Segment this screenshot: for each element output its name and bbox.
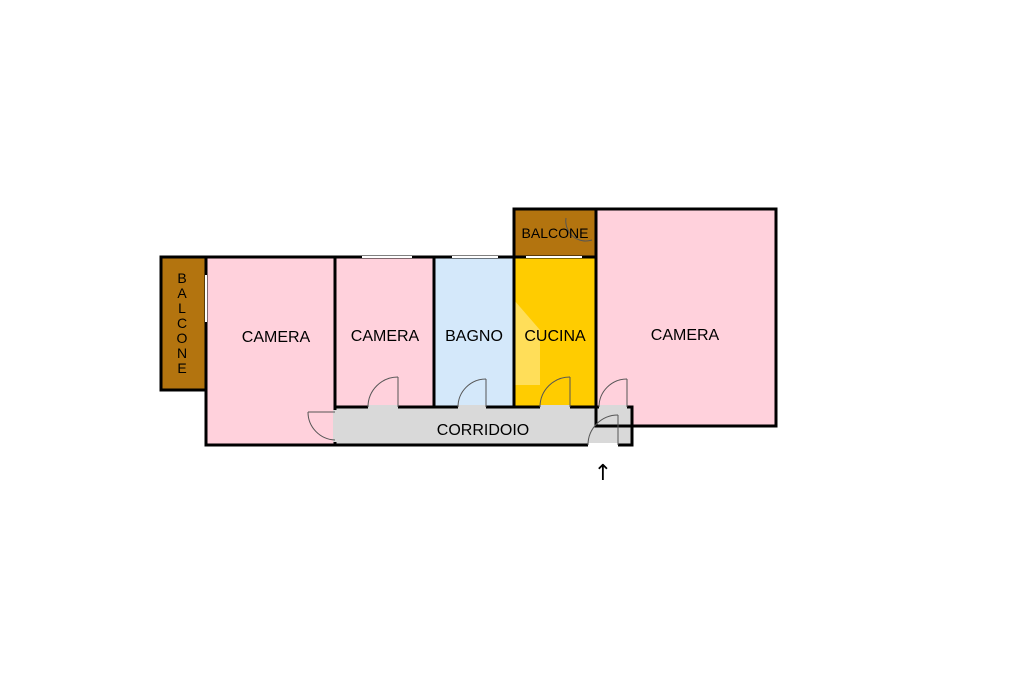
balcone-left-letter: N xyxy=(177,345,189,361)
door-camera-left xyxy=(307,411,336,441)
balcone-left-letter: O xyxy=(177,330,190,346)
camera-left-area xyxy=(206,257,335,445)
door-cucina xyxy=(539,376,571,408)
camera-mid-area xyxy=(335,257,434,407)
label-camera-mid: CAMERA xyxy=(351,328,420,345)
door-camera-right xyxy=(598,378,628,408)
balcone-left-letter: A xyxy=(177,285,188,301)
balcone-left-letter: L xyxy=(178,300,188,316)
label-balcone-top: BALCONE xyxy=(522,225,589,241)
balcone-left-letter: C xyxy=(177,315,189,331)
camera-right-area xyxy=(596,209,776,426)
label-camera-left: CAMERA xyxy=(242,329,311,346)
camera-right-wall xyxy=(594,207,778,428)
corridoio-area xyxy=(335,407,632,445)
door-camera-mid xyxy=(367,376,399,408)
label-cucina: CUCINA xyxy=(524,328,586,345)
door-entrance xyxy=(587,414,619,446)
door-balcone-top xyxy=(565,217,593,242)
balcone-top-area xyxy=(514,209,596,257)
balcone-left-area xyxy=(161,257,206,390)
label-camera-right: CAMERA xyxy=(651,327,720,344)
balcone-left-letter: B xyxy=(177,270,188,286)
entrance-arrow: ↑ xyxy=(594,461,612,486)
label-bagno: BAGNO xyxy=(445,328,503,345)
door-bagno xyxy=(457,378,487,408)
cucina-area xyxy=(514,257,596,407)
balcone-left-letter: E xyxy=(177,360,188,376)
label-corridoio: CORRIDOIO xyxy=(437,422,529,439)
watermark-logo xyxy=(514,300,540,385)
